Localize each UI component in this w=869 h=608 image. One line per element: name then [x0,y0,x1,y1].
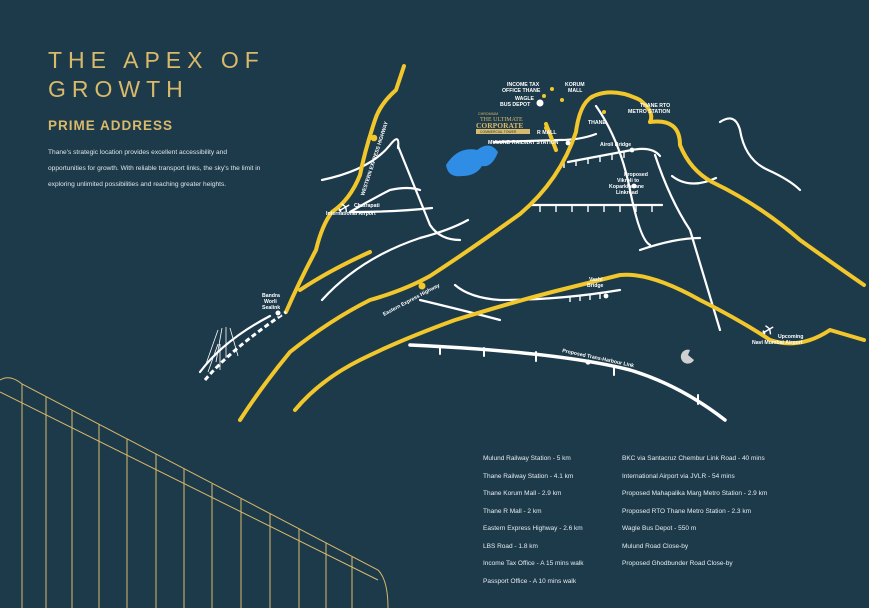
white-roads [198,104,802,374]
label-wagle-1: WAGLE [515,96,535,102]
bandra-worli-sealink [203,310,287,381]
label-rmall: R MALL [537,130,557,136]
location-markers [274,87,637,365]
map-labels: INCOME TAX OFFICE THANE KORUM MALL WAGLE… [262,82,803,369]
intro-paragraph: Thane's strategic location provides exce… [48,145,310,193]
distance-item: Income Tax Office - A 15 mins walk [483,560,584,567]
distance-item: Mulund Railway Station - 5 km [483,455,571,462]
project-tag-band [476,129,530,134]
trans-harbour-link [408,343,727,422]
label-airoli: Airoli Bridge [600,142,631,148]
distance-item: Proposed RTO Thane Metro Station - 2.3 k… [622,507,751,515]
label-korum-1: KORUM [565,82,585,88]
title-line-1: THE APEX OF [48,47,265,73]
label-chatrapati-1: Chatrapati [354,203,380,209]
airplane-icon [338,203,350,213]
label-eastern-highway: Eastern Express Highway [382,283,441,318]
distance-item: Eastern Express Highway - 2.6 km [483,525,583,532]
page-subtitle: PRIME ADDRESS [48,118,174,133]
label-vashi-1: Vashi [589,277,603,283]
label-mulund: MULUND RAILWAY STATION [488,140,559,146]
label-project-pre: CHROMIUM [478,112,498,116]
distance-item: Thane Korum Mall - 2.9 km [483,490,562,497]
label-vashi-2: Bridge [587,283,604,289]
distance-list-right: BKC via Santacruz Chembur Link Road - 40… [622,450,767,573]
label-navi-mumbai-2: Navi Mumbai Airport [752,340,803,346]
title-line-2: GROWTH [48,76,189,102]
distance-item: Proposed Ghodbunder Road Close-by [622,560,733,567]
label-income-tax-2: OFFICE THANE [502,88,541,94]
distance-item: Wagle Bus Depot - 550 m [622,525,697,532]
intro-line-1: Thane's strategic location provides exce… [48,149,228,156]
page-title: THE APEX OF GROWTH [48,46,265,104]
bridge-ticks [539,152,653,302]
distance-item: BKC via Santacruz Chembur Link Road - 40… [622,455,765,462]
label-korum-2: MALL [568,88,583,94]
lake [446,145,498,177]
label-rto-2: METRO STATION [628,109,670,115]
label-bandra: Bandra [262,293,280,299]
label-chatrapati-2: International Airport [326,211,376,217]
label-wagle-2: BUS DEPOT [500,102,531,108]
distance-item: International Airport via JVLR - 54 mins [622,472,735,480]
label-sealink: Sealink [262,305,280,311]
distance-item: Thane Railway Station - 4.1 km [483,472,574,480]
label-project-name-2: CORPORATE [476,121,523,130]
building-outline-decoration [0,377,389,608]
label-worli: Worli [264,299,277,305]
label-project-tag: COMMERCIAL TOWER [480,130,517,134]
label-rto-1: THANE RTO [640,103,670,109]
label-thane: THANE [588,120,606,126]
label-navi-mumbai-1: Upcoming [778,334,803,340]
yellow-highways [238,64,866,422]
label-vikhroli-4: Linkroad [616,190,638,196]
intro-line-3: exploring unlimited possibilities and re… [48,181,227,188]
distance-list-left: Mulund Railway Station - 5 km Thane Rail… [483,450,584,590]
label-vikhroli-1: Proposed [624,172,648,178]
distance-item: Mulund Road Close-by [622,542,689,550]
distance-item: Thane R Mall - 2 km [483,507,542,515]
label-vikhroli-3: Koparkherane [609,184,644,190]
distance-item: Proposed Mahapalika Marg Metro Station -… [622,490,768,497]
distance-item: LBS Road - 1.8 km [483,542,538,550]
label-vikhroli-2: Vikroli to [617,178,639,184]
decorative-mark-icon [680,349,694,364]
distance-item: Passport Office - A 10 mins walk [483,577,577,585]
label-income-tax-1: INCOME TAX [507,82,540,88]
label-project-name-1: THE ULTIMATE [480,117,523,123]
airplane-icon-navi-mumbai [762,325,774,335]
intro-line-2: opportunities for growth. With reliable … [48,165,261,172]
